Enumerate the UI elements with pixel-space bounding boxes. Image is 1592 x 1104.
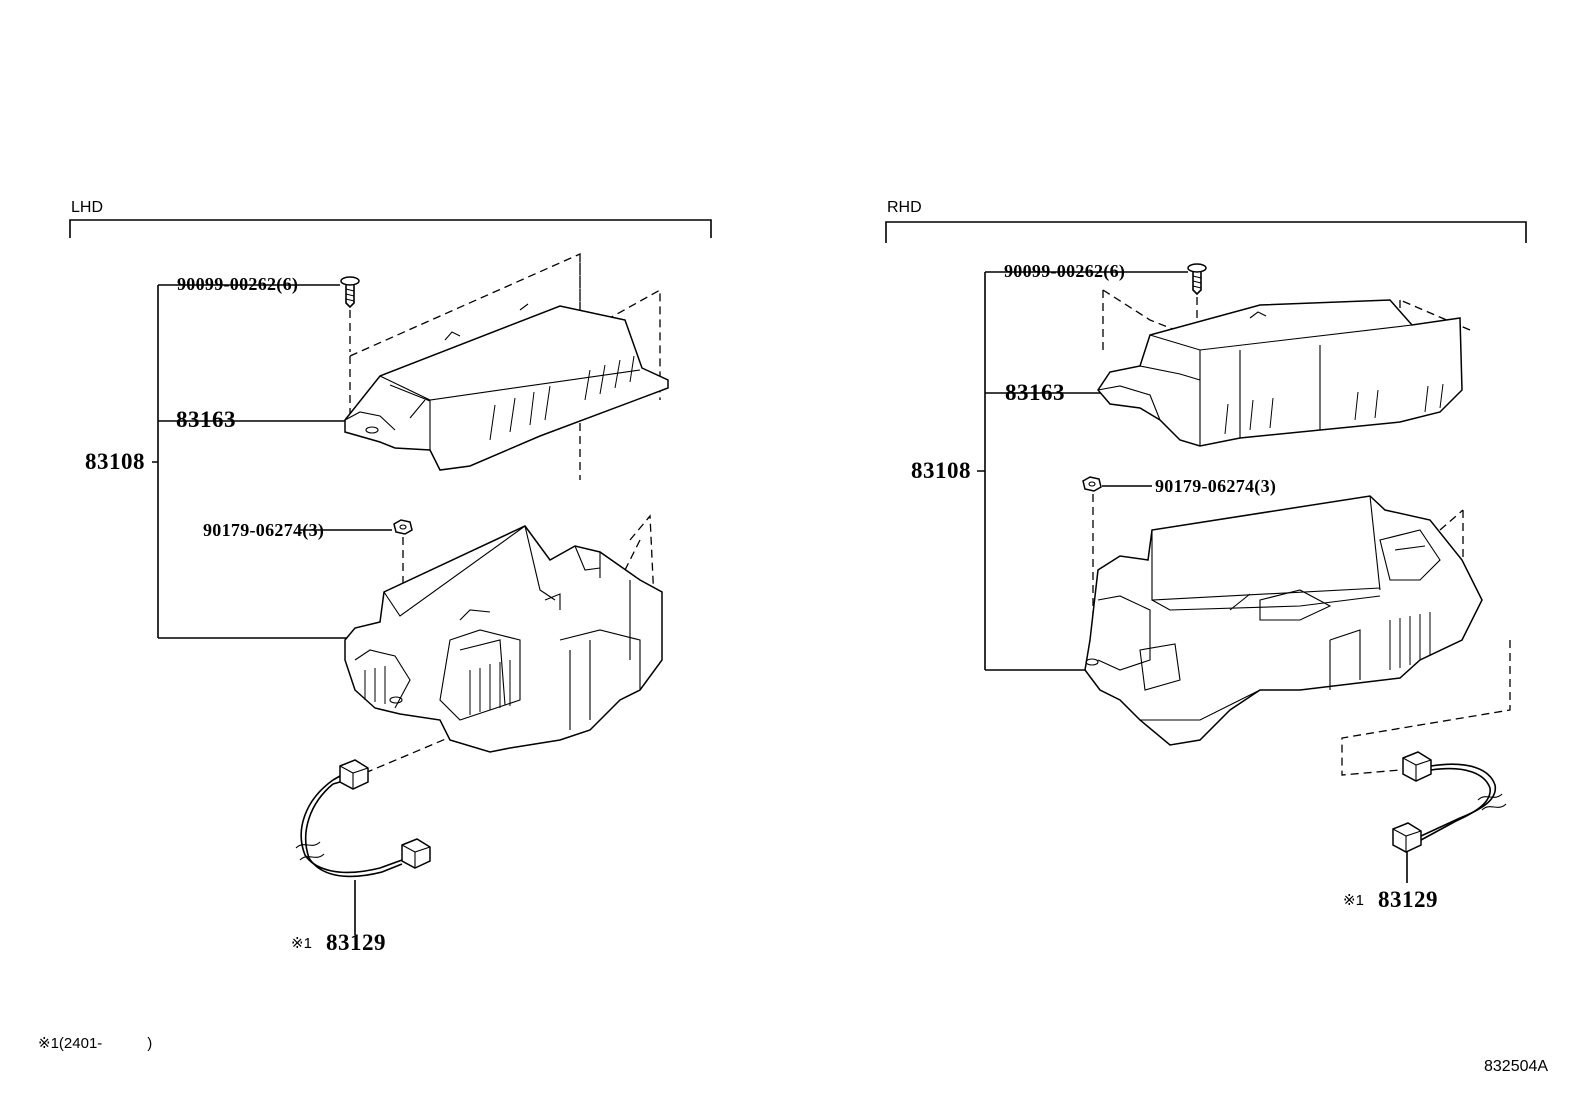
- lhd-screw-part-number[interactable]: 90099-00262(6): [177, 274, 299, 294]
- footnote-text: (2401- ): [58, 1035, 153, 1052]
- lhd-wire-footnote-mark: ※1: [291, 935, 312, 952]
- rhd-wire-part-number[interactable]: 83129: [1378, 887, 1438, 912]
- lhd-cover-part: [344, 253, 669, 480]
- rhd-section-bracket: [885, 221, 1527, 243]
- lhd-wire-harness-part: [295, 737, 449, 878]
- lhd-screw-icon: [340, 276, 360, 309]
- lhd-nut-part-number[interactable]: 90179-06274(3): [203, 520, 325, 540]
- lhd-section: [69, 219, 712, 935]
- footnote-mark: ※1: [38, 1035, 59, 1052]
- footnote: ※1(2401- ): [38, 1036, 152, 1051]
- lhd-main-unit-part: [344, 514, 663, 753]
- rhd-cover-part: [1097, 289, 1471, 447]
- rhd-assembly-part-number[interactable]: 83108: [911, 458, 971, 483]
- lhd-section-title: LHD: [71, 199, 104, 216]
- lhd-assembly-part-number[interactable]: 83108: [85, 449, 145, 474]
- rhd-screw-icon: [1187, 263, 1207, 296]
- rhd-nut-part-number[interactable]: 90179-06274(3): [1155, 476, 1277, 496]
- rhd-nut-icon: [1082, 476, 1102, 492]
- rhd-leader-tree: [977, 271, 1188, 671]
- rhd-wire-harness-part: [1341, 640, 1511, 853]
- lhd-section-bracket: [69, 219, 712, 238]
- lhd-cover-part-number[interactable]: 83163: [176, 407, 236, 432]
- diagram-code: 832504A: [1484, 1058, 1549, 1075]
- rhd-section: [885, 221, 1527, 883]
- rhd-wire-footnote-mark: ※1: [1343, 892, 1364, 909]
- lhd-leader-tree: [152, 284, 350, 639]
- rhd-screw-part-number[interactable]: 90099-00262(6): [1004, 261, 1126, 281]
- rhd-main-unit-part: [1084, 495, 1483, 746]
- rhd-cover-part-number[interactable]: 83163: [1005, 380, 1065, 405]
- rhd-section-title: RHD: [887, 199, 922, 216]
- lhd-wire-part-number[interactable]: 83129: [326, 930, 386, 955]
- lhd-nut-icon: [393, 519, 413, 535]
